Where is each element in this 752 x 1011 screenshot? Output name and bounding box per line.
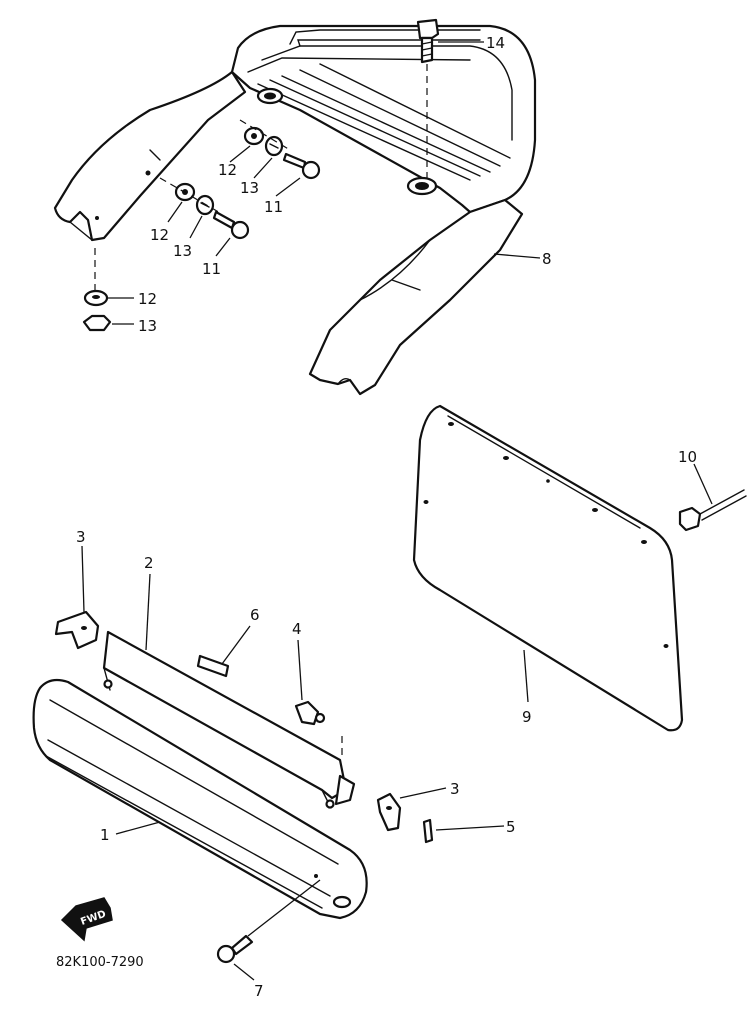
callout-4: 4 bbox=[292, 620, 302, 638]
callout-8: 8 bbox=[542, 250, 552, 268]
clip-part-4 bbox=[294, 639, 326, 726]
nut-part-5 bbox=[422, 818, 505, 844]
bolt-part-14 bbox=[416, 18, 484, 180]
callout-14: 14 bbox=[486, 34, 505, 52]
label-part-6 bbox=[196, 625, 251, 678]
callout-2: 2 bbox=[144, 554, 154, 572]
callout-12-upper: 12 bbox=[218, 161, 237, 179]
screw-part-7 bbox=[216, 934, 255, 981]
bracket-plate-part-2 bbox=[102, 573, 356, 809]
grab-rail-part-8 bbox=[53, 24, 537, 396]
callout-1: 1 bbox=[100, 826, 110, 844]
forward-arrow-icon: FWD bbox=[60, 897, 113, 942]
callout-13-middle: 13 bbox=[173, 242, 192, 260]
callout-10: 10 bbox=[678, 448, 697, 466]
diagram-code: 82K100-7290 bbox=[56, 955, 144, 970]
panel-part-9 bbox=[412, 404, 684, 732]
hardware-set-lower bbox=[159, 177, 250, 240]
callout-13-lower: 13 bbox=[138, 317, 157, 335]
callout-3-left: 3 bbox=[76, 528, 86, 546]
callout-11-lower: 11 bbox=[202, 260, 221, 278]
callout-12-middle: 12 bbox=[150, 226, 169, 244]
callout-5: 5 bbox=[506, 818, 516, 836]
callout-12-lower: 12 bbox=[138, 290, 157, 308]
callout-6: 6 bbox=[250, 606, 260, 624]
callout-7: 7 bbox=[254, 982, 264, 1000]
hardware-set-upper bbox=[239, 119, 321, 180]
callout-3-right: 3 bbox=[450, 780, 460, 798]
rivet-part-10 bbox=[678, 463, 747, 532]
washer-nut-below-arm bbox=[82, 248, 134, 332]
bracket-part-3-right bbox=[376, 787, 447, 832]
callout-9: 9 bbox=[522, 708, 532, 726]
bar-part-1 bbox=[32, 678, 368, 937]
callout-13-upper: 13 bbox=[240, 179, 259, 197]
callout-11-upper: 11 bbox=[264, 198, 283, 216]
bracket-part-3-left bbox=[54, 545, 100, 650]
